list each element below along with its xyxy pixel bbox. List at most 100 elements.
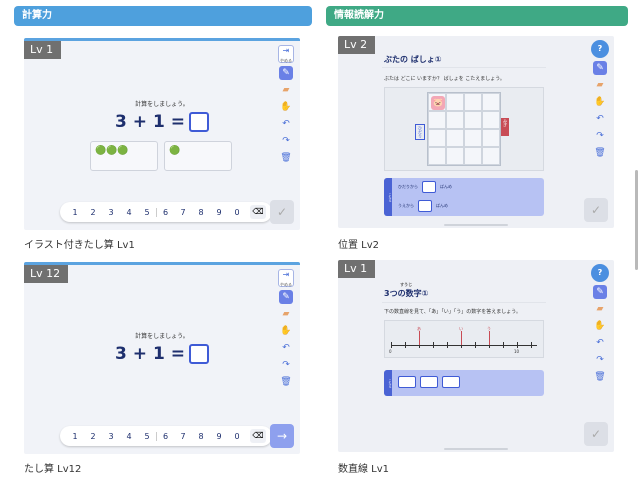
help-button[interactable]: ? (591, 40, 609, 58)
numkey-0[interactable]: 0 (234, 431, 240, 441)
card-position[interactable]: Lv 2 ? ✎ ▰ ✋ ↶ ↷ 🗑 ぶたの ばしょ① ぶたは どこに いますか… (338, 36, 614, 228)
trash-icon[interactable]: 🗑 (280, 153, 292, 163)
numkey-6[interactable]: 6 (156, 431, 174, 441)
pen-icon[interactable]: ✎ (593, 285, 607, 299)
numkey-9[interactable]: 9 (216, 207, 222, 217)
pen-icon[interactable]: ✎ (279, 66, 293, 80)
answer-box[interactable] (188, 112, 209, 132)
numkey-5[interactable]: 5 (144, 431, 150, 441)
numkey-8[interactable]: 8 (198, 431, 204, 441)
redo-icon[interactable]: ↷ (282, 360, 290, 370)
answer-box-a[interactable] (398, 376, 416, 388)
side-toolbar: ? ✎ ▰ ✋ ↶ ↷ 🗑 (591, 264, 609, 384)
undo-icon[interactable]: ↶ (282, 119, 290, 129)
pen-icon[interactable]: ✎ (593, 61, 607, 75)
side-toolbar: ? ✎ ▰ ✋ ↶ ↷ 🗑 (591, 40, 609, 160)
level-badge: Lv 1 (24, 41, 62, 59)
card-caption[interactable]: 数直線 Lv1 (338, 464, 390, 475)
help-button[interactable]: ? (591, 264, 609, 282)
side-toolbar: ⇥やめる ✎ ▰ ✋ ↶ ↷ 🗑 (278, 45, 294, 165)
instruction-text: 計算をしましょう。 (135, 333, 189, 340)
pen-icon[interactable]: ✎ (279, 290, 293, 304)
numkey-2[interactable]: 2 (90, 207, 96, 217)
answer-box-i[interactable] (420, 376, 438, 388)
numkey-4[interactable]: 4 (126, 207, 132, 217)
numkey-4[interactable]: 4 (126, 431, 132, 441)
mark-a (419, 331, 420, 345)
numkey-7[interactable]: 7 (180, 207, 186, 217)
pig-icon: 🐷 (431, 96, 445, 110)
exit-button[interactable]: ⇥やめる (278, 45, 294, 63)
help-icon: ? (597, 268, 603, 277)
answer-box[interactable] (188, 344, 209, 364)
home-indicator (444, 224, 508, 226)
answer-box-u[interactable] (442, 376, 460, 388)
hand-icon[interactable]: ✋ (594, 97, 606, 107)
answer-box-left[interactable] (422, 181, 436, 193)
backspace-icon[interactable]: ⌫ (250, 205, 266, 219)
check-button[interactable]: ✓ (584, 422, 608, 446)
answer-box-top[interactable] (418, 200, 432, 212)
eraser-icon[interactable]: ▰ (282, 85, 290, 95)
hand-icon[interactable]: ✋ (594, 321, 606, 331)
undo-icon[interactable]: ↶ (596, 114, 604, 124)
category-header-reading: 情報読解力 (326, 6, 628, 26)
numkey-3[interactable]: 3 (108, 207, 114, 217)
category-header-calculation: 計算力 (14, 6, 312, 26)
help-icon: ? (597, 44, 603, 53)
redo-icon[interactable]: ↷ (596, 131, 604, 141)
numkey-7[interactable]: 7 (180, 431, 186, 441)
card-caption[interactable]: 位置 Lv2 (338, 240, 380, 251)
home-indicator (444, 448, 508, 450)
check-button[interactable]: ✓ (584, 198, 608, 222)
question-text: ぶたは どこに いますか？ ばしょを こたえましょう。 (384, 76, 505, 82)
numkey-2[interactable]: 2 (90, 431, 96, 441)
numkey-3[interactable]: 3 (108, 431, 114, 441)
numkey-8[interactable]: 8 (198, 207, 204, 217)
number-line-area: あ い う 0 10 (384, 320, 544, 358)
undo-icon[interactable]: ↶ (282, 343, 290, 353)
redo-icon[interactable]: ↷ (282, 136, 290, 146)
numkey-1[interactable]: 1 (72, 207, 78, 217)
trash-icon[interactable]: 🗑 (594, 148, 606, 158)
card-illustrated-addition[interactable]: Lv 1 ⇥やめる ✎ ▰ ✋ ↶ ↷ 🗑 計算をしましょう。 3 + 1 = … (24, 38, 300, 230)
numkey-0[interactable]: 0 (234, 207, 240, 217)
card-caption[interactable]: イラスト付きたし算 Lv1 (24, 240, 135, 251)
check-button[interactable]: ✓ (270, 200, 294, 224)
hand-icon[interactable]: ✋ (280, 326, 292, 336)
answer-panel: こたえ (384, 370, 544, 396)
equation: 3 + 1 = (24, 344, 300, 364)
numkey-6[interactable]: 6 (156, 207, 174, 217)
next-button[interactable]: → (270, 424, 294, 448)
number-pad: 1 2 3 4 5 6 7 8 9 0 ⌫ (60, 426, 272, 446)
number-line-end: 10 (514, 349, 520, 354)
page-scrollbar[interactable] (635, 170, 638, 270)
eraser-icon[interactable]: ▰ (596, 304, 604, 314)
grid-area: ひだり 🐷 みぎ (384, 87, 544, 171)
redo-icon[interactable]: ↷ (596, 355, 604, 365)
left-side-label: ひだり (415, 124, 425, 140)
answer-row-top: うえから ばんめ (398, 200, 448, 212)
number-line-axis (391, 345, 537, 346)
eraser-icon[interactable]: ▰ (596, 80, 604, 90)
numkey-5[interactable]: 5 (144, 207, 150, 217)
undo-icon[interactable]: ↶ (596, 338, 604, 348)
level-badge: Lv 12 (24, 265, 69, 283)
question-text: 下の数直線を見て、「あ」「い」「う」の数字を答えましょう。 (384, 309, 521, 315)
card-addition[interactable]: Lv 12 ⇥やめる ✎ ▰ ✋ ↶ ↷ 🗑 計算をしましょう。 3 + 1 =… (24, 262, 300, 454)
exit-icon: ⇥ (282, 46, 290, 55)
trash-icon[interactable]: 🗑 (280, 377, 292, 387)
card-caption[interactable]: たし算 Lv12 (24, 464, 82, 475)
level-badge: Lv 1 (338, 260, 376, 278)
exit-button[interactable]: ⇥やめる (278, 269, 294, 287)
eraser-icon[interactable]: ▰ (282, 309, 290, 319)
hand-icon[interactable]: ✋ (280, 102, 292, 112)
trash-icon[interactable]: 🗑 (594, 372, 606, 382)
numkey-9[interactable]: 9 (216, 431, 222, 441)
right-side-label: みぎ (501, 118, 509, 136)
numkey-1[interactable]: 1 (72, 431, 78, 441)
backspace-icon[interactable]: ⌫ (250, 429, 266, 443)
